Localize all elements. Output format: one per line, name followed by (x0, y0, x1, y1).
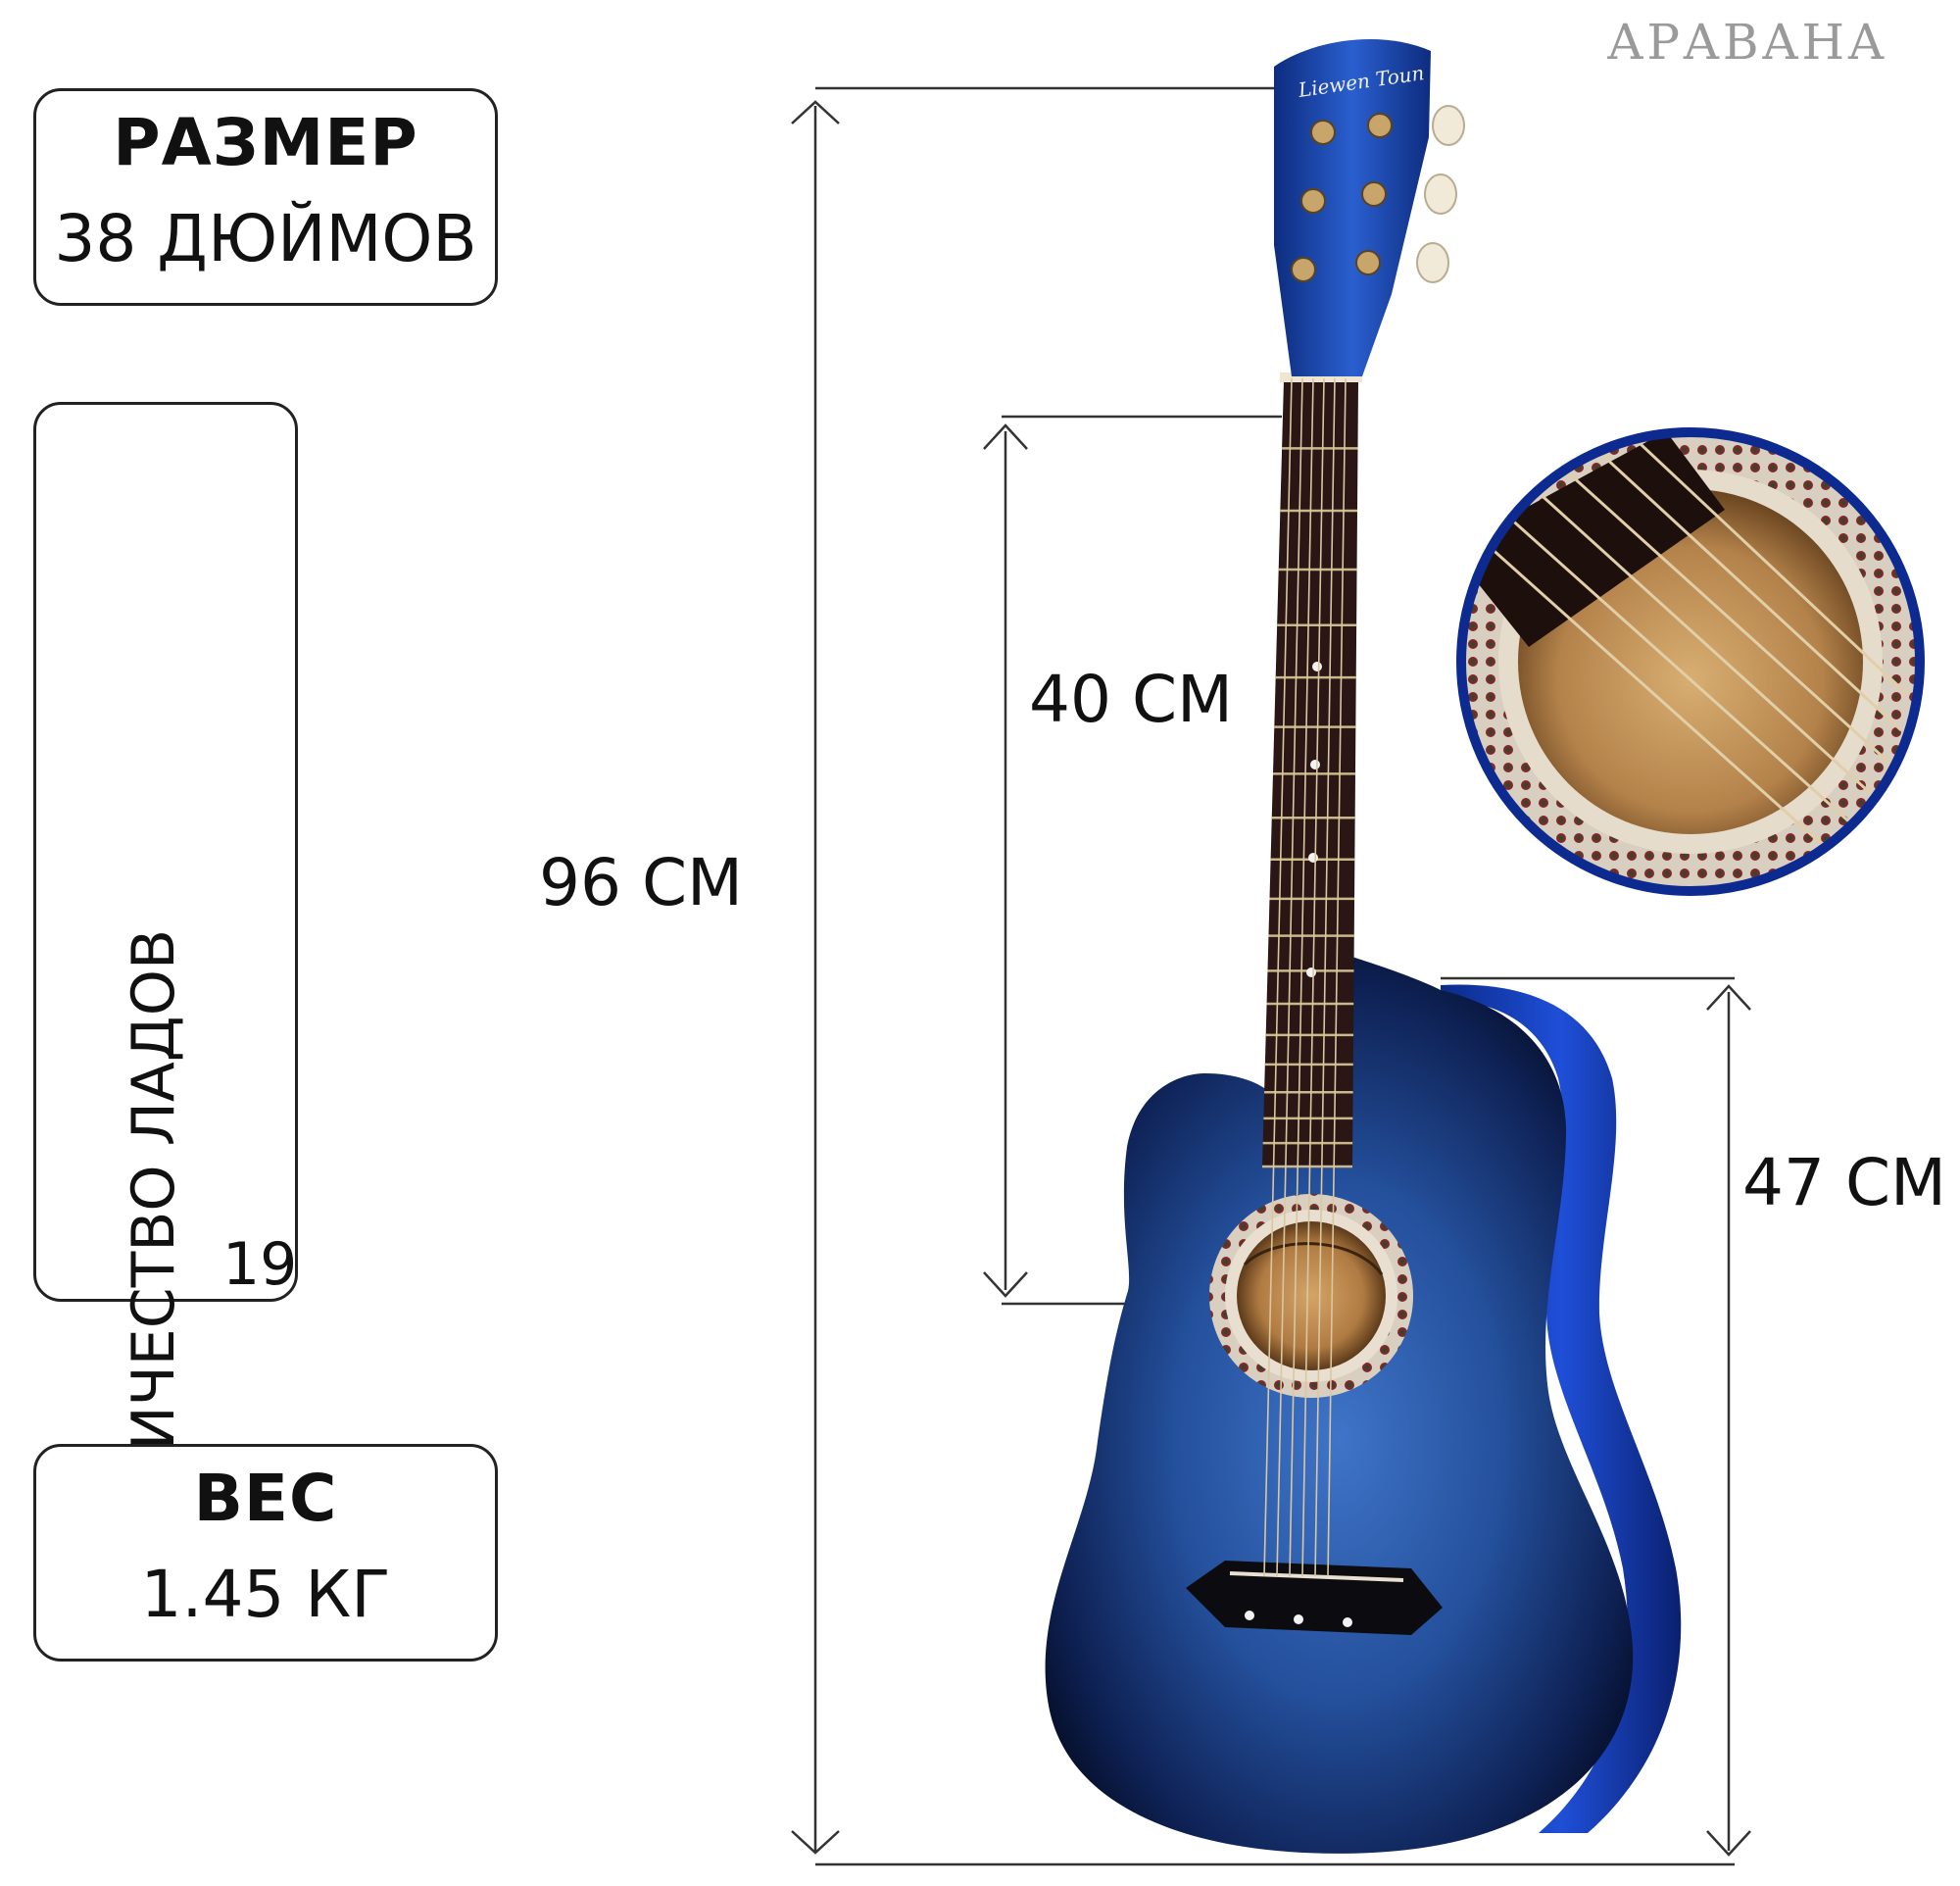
body-length-dimension (1441, 976, 1751, 1857)
total-length-dimension (791, 86, 1735, 1866)
body-length-label: 47 СМ (1742, 1145, 1946, 1220)
guitar-nut (1280, 372, 1362, 382)
sound-hole-closeup (1456, 427, 1925, 896)
guitar-string (1263, 377, 1293, 1577)
guitar-bridge (1186, 1561, 1443, 1635)
frets-value: 19 (222, 1230, 298, 1299)
guitar-string (1276, 377, 1303, 1577)
guitar-string (1301, 377, 1325, 1577)
guitar-string (1327, 377, 1347, 1577)
sound-hole (1209, 1194, 1413, 1398)
guitar-string (1289, 377, 1314, 1577)
weight-spec-box: ВЕС 1.45 КГ (33, 1444, 498, 1662)
guitar-strings (1263, 377, 1347, 1577)
size-title: РАЗМЕР (113, 105, 418, 180)
size-value: 38 ДЮЙМОВ (54, 201, 477, 276)
size-spec-box: РАЗМЕР 38 ДЮЙМОВ (33, 88, 498, 306)
frets-spec-box: КОЛИЧЕСТВО ЛАДОВ 19 (33, 402, 298, 1582)
guitar-headstock: Liewen Toun (1274, 39, 1465, 376)
guitar-string (1314, 377, 1336, 1577)
neck-length-label: 40 СМ (1029, 662, 1233, 737)
guitar-body (1045, 936, 1634, 1854)
neck-length-dimension (983, 415, 1282, 1306)
total-length-label: 96 СМ (539, 845, 743, 920)
frets (1262, 447, 1358, 1168)
weight-value: 1.45 КГ (140, 1557, 391, 1632)
weight-title: ВЕС (193, 1461, 338, 1536)
brand-watermark: АРАВАНА (1606, 14, 1887, 71)
